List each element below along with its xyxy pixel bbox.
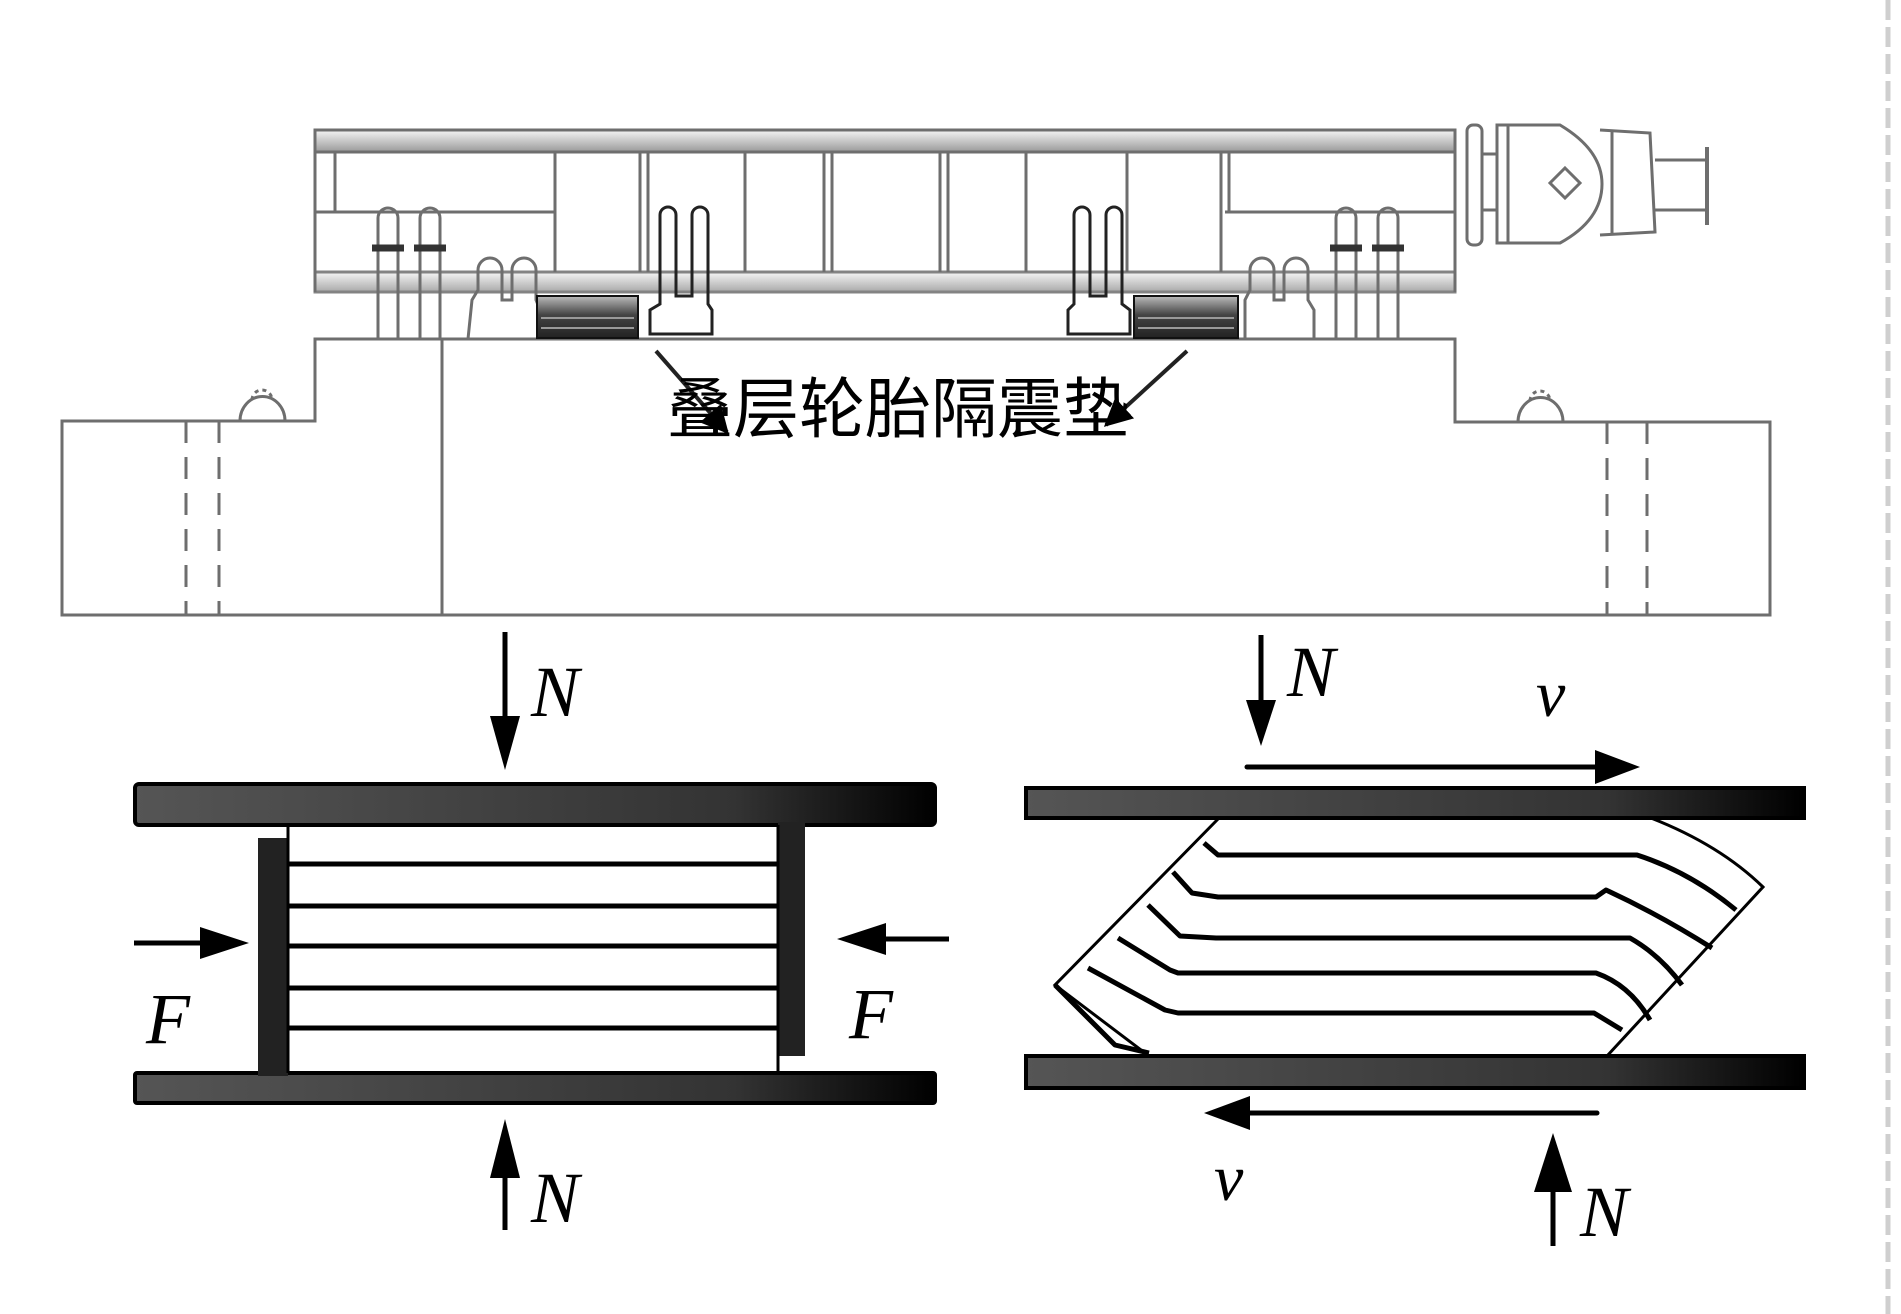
shear-label-v-bottom: v	[1214, 1142, 1244, 1215]
force-arrow-n-bottom-icon	[490, 1119, 520, 1230]
bolts-left	[372, 206, 446, 339]
isolation-pad-label: 叠层轮胎隔震垫	[667, 371, 1129, 448]
force-arrow-n-top-icon	[490, 632, 520, 770]
velocity-arrow-bottom-icon	[1204, 1096, 1600, 1130]
connector-head	[1465, 123, 1709, 247]
rubber-layers	[288, 861, 778, 1031]
diamond-icon	[1547, 165, 1583, 201]
callout-arrow-right	[1103, 349, 1189, 427]
velocity-arrow-top-icon	[1244, 750, 1640, 784]
bottom-plate	[133, 1071, 937, 1105]
spring-right	[1243, 256, 1316, 339]
shear-label-n-top: N	[1286, 632, 1339, 712]
base-outline	[60, 337, 1772, 617]
callout-arrow-left	[654, 349, 729, 435]
end-plate-left	[258, 838, 288, 1076]
top-plate	[133, 782, 937, 827]
bearing-shear-diagram: N v v N	[1024, 632, 1806, 1252]
bearing-compression-diagram: N N F F	[133, 632, 949, 1238]
end-plate-right	[778, 822, 805, 1056]
frame-ribs	[553, 152, 1231, 272]
shear-top-plate	[1024, 786, 1806, 820]
label-f-right: F	[848, 974, 894, 1054]
lifting-eye-left-icon	[238, 388, 287, 422]
shear-bottom-plate	[1024, 1054, 1806, 1090]
shear-force-arrow-n-top-icon	[1246, 635, 1276, 746]
bolts-right	[1330, 206, 1404, 339]
label-n-bottom: N	[530, 1158, 583, 1238]
spring-left	[466, 256, 542, 340]
shear-force-arrow-n-bottom-icon	[1534, 1133, 1572, 1246]
label-f-left: F	[145, 979, 191, 1059]
shear-label-v-top: v	[1536, 658, 1566, 731]
lifting-eye-right-icon	[1516, 389, 1565, 423]
clip-left	[648, 205, 714, 336]
force-arrow-f-right-icon	[837, 923, 949, 955]
frame-top-rail	[313, 128, 1457, 154]
shear-label-n-bottom: N	[1579, 1172, 1632, 1252]
clip-right	[1066, 205, 1132, 336]
deformed-layers	[1053, 841, 1738, 1056]
force-arrow-f-left-icon	[134, 927, 249, 959]
label-n-top: N	[530, 652, 583, 732]
launcher-drawing	[60, 123, 1772, 617]
